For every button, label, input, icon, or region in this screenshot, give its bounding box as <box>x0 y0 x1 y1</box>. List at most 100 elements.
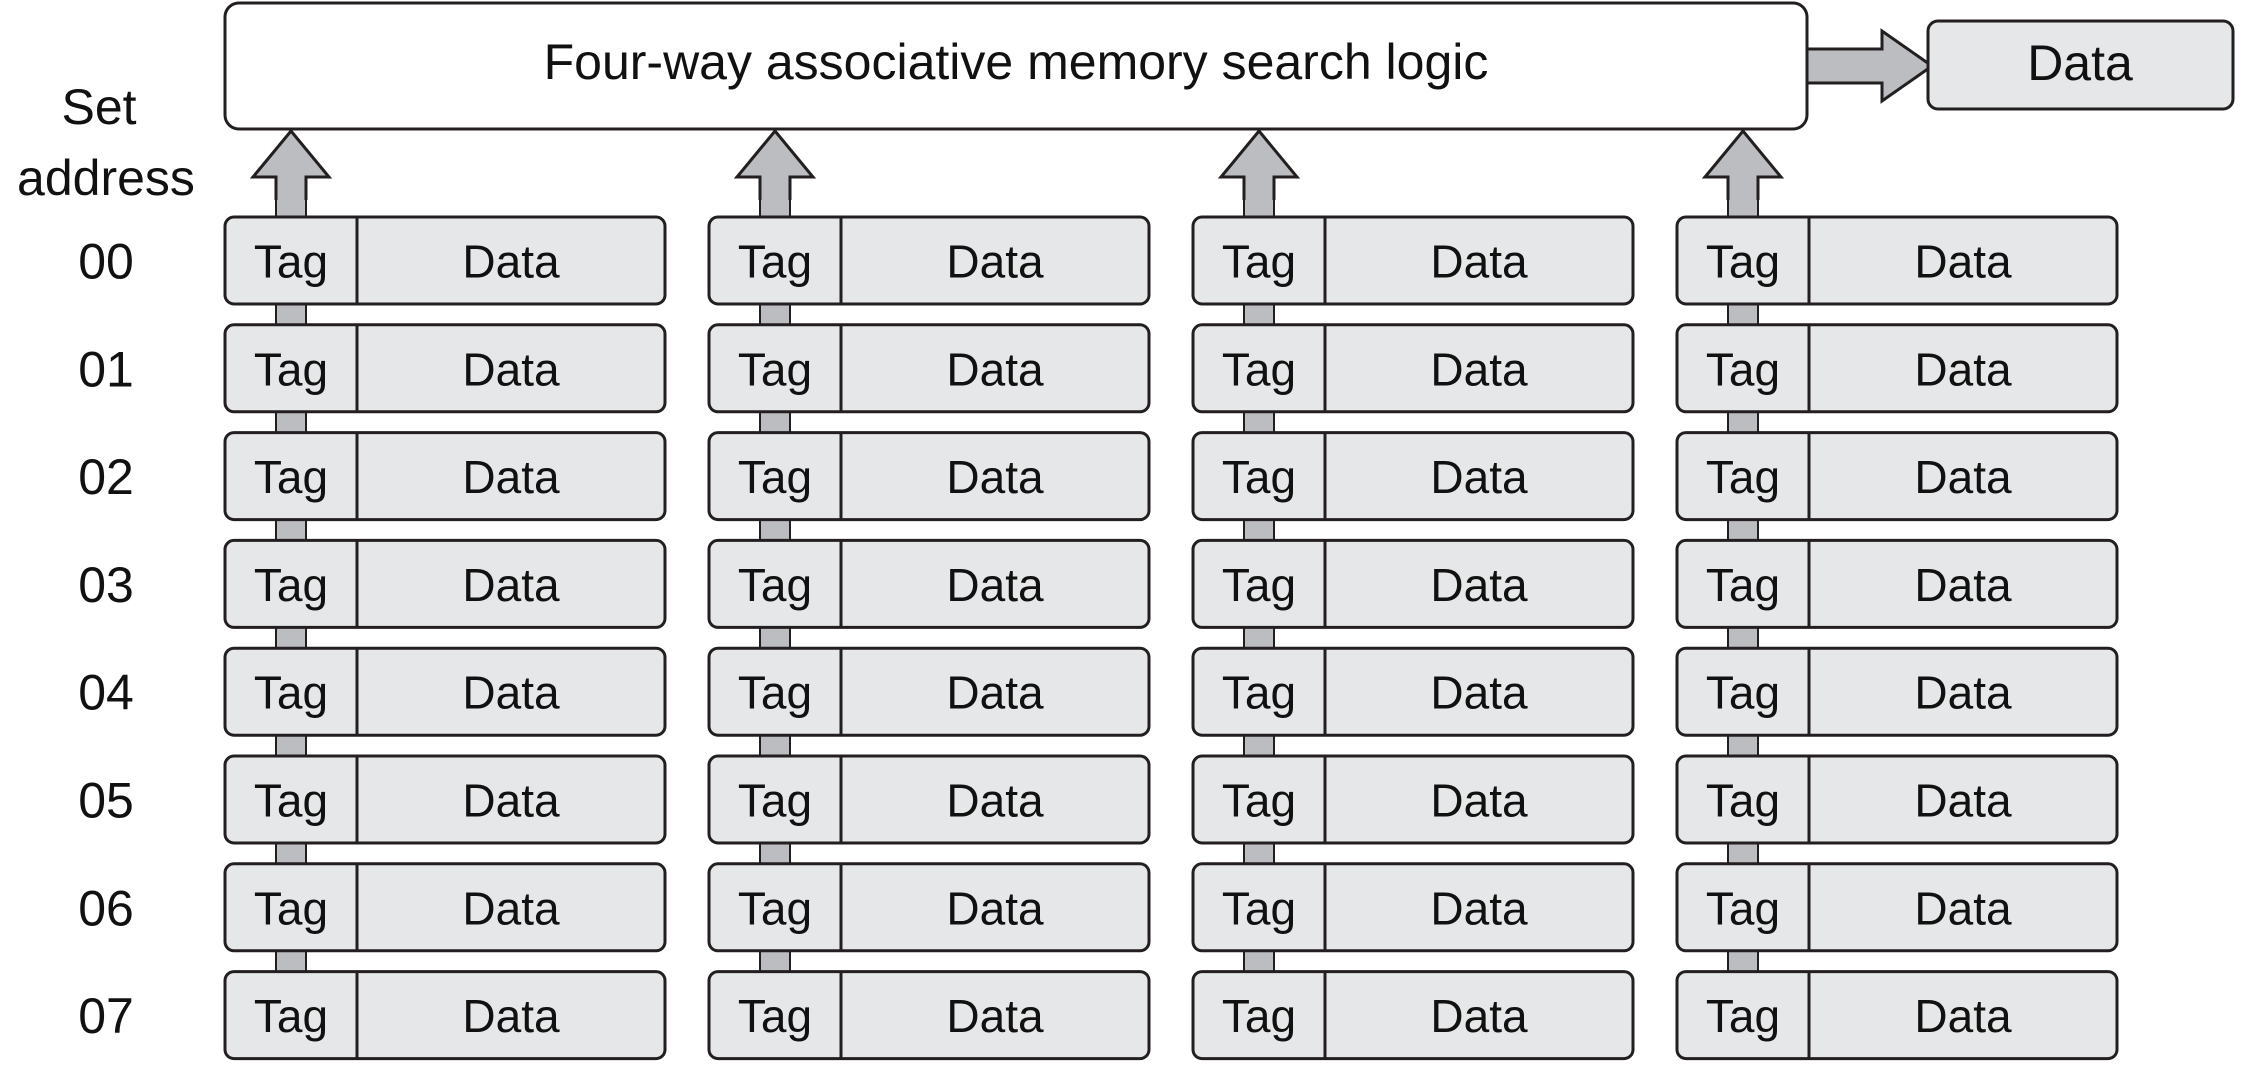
cache-line-set-05-way-3: Tag Data <box>1191 754 1635 845</box>
cache-line-box <box>707 215 1151 306</box>
data-label: Data <box>946 559 1044 611</box>
set-address-header-line-2: address <box>17 150 195 206</box>
data-label: Data <box>1914 236 2012 288</box>
tag-label: Tag <box>738 559 812 611</box>
data-label: Data <box>1914 882 2012 934</box>
data-label: Data <box>462 990 560 1042</box>
cache-line-box <box>1675 970 2119 1061</box>
data-label: Data <box>946 236 1044 288</box>
cache-line-box <box>223 970 667 1061</box>
set-address-label-04: 04 <box>78 665 134 721</box>
data-label: Data <box>462 882 560 934</box>
set-address-label-00: 00 <box>78 234 134 290</box>
search-logic-label: Four-way associative memory search logic <box>544 34 1489 90</box>
tag-label: Tag <box>738 451 812 503</box>
data-label: Data <box>462 343 560 395</box>
data-label: Data <box>1430 451 1528 503</box>
data-label: Data <box>462 667 560 719</box>
cache-line-box <box>1675 538 2119 629</box>
data-label: Data <box>1430 559 1528 611</box>
data-label: Data <box>946 775 1044 827</box>
output-data-box <box>1926 19 2235 111</box>
data-label: Data <box>1914 990 2012 1042</box>
cache-line-box <box>1675 646 2119 737</box>
cache-line-set-02-way-4: Tag Data <box>1675 431 2119 522</box>
cache-line-box <box>1191 215 1635 306</box>
cache-line-box <box>223 862 667 953</box>
tag-label: Tag <box>1222 667 1296 719</box>
cache-line-set-01-way-1: Tag Data <box>223 323 667 414</box>
cache-line-box <box>1675 323 2119 414</box>
tag-label: Tag <box>1706 451 1780 503</box>
cache-line-box <box>223 431 667 522</box>
cache-line-box <box>1191 538 1635 629</box>
output-arrow <box>1805 28 1935 104</box>
tag-label: Tag <box>254 990 328 1042</box>
tag-label: Tag <box>1706 775 1780 827</box>
tag-label: Tag <box>1222 451 1296 503</box>
cache-line-set-02-way-3: Tag Data <box>1191 431 1635 522</box>
tag-label: Tag <box>1706 343 1780 395</box>
cache-line-box <box>707 754 1151 845</box>
tag-label: Tag <box>738 882 812 934</box>
cache-line-set-03-way-2: Tag Data <box>707 538 1151 629</box>
tag-label: Tag <box>1222 559 1296 611</box>
tag-label: Tag <box>738 343 812 395</box>
tag-label: Tag <box>738 990 812 1042</box>
cache-line-box <box>223 538 667 629</box>
data-label: Data <box>1914 667 2012 719</box>
cache-line-set-05-way-2: Tag Data <box>707 754 1151 845</box>
tag-label: Tag <box>1706 559 1780 611</box>
tag-label: Tag <box>738 667 812 719</box>
data-label: Data <box>1430 775 1528 827</box>
cache-line-box <box>707 538 1151 629</box>
output-data-label: Data <box>2027 35 2133 91</box>
tag-label: Tag <box>1222 775 1296 827</box>
way-arrow-1 <box>249 128 333 200</box>
data-label: Data <box>1430 882 1528 934</box>
data-label: Data <box>462 775 560 827</box>
tag-label: Tag <box>1222 236 1296 288</box>
cache-line-set-00-way-1: Tag Data <box>223 215 667 306</box>
cache-line-box <box>707 646 1151 737</box>
tag-label: Tag <box>738 775 812 827</box>
cache-line-set-03-way-3: Tag Data <box>1191 538 1635 629</box>
cache-line-box <box>1675 431 2119 522</box>
cache-line-set-06-way-1: Tag Data <box>223 862 667 953</box>
tag-label: Tag <box>254 236 328 288</box>
cache-line-box <box>707 431 1151 522</box>
tag-label: Tag <box>254 559 328 611</box>
data-label: Data <box>1430 236 1528 288</box>
cache-line-set-00-way-3: Tag Data <box>1191 215 1635 306</box>
data-label: Data <box>1430 667 1528 719</box>
tag-label: Tag <box>1222 343 1296 395</box>
set-address-header-line-1: Set <box>62 79 137 135</box>
cache-line-set-04-way-3: Tag Data <box>1191 646 1635 737</box>
cache-line-box <box>223 646 667 737</box>
way-arrow-2 <box>733 128 817 200</box>
set-address-label-05: 05 <box>78 773 134 829</box>
search-logic-layer: Four-way associative memory search logic… <box>17 1 2235 206</box>
tag-label: Tag <box>254 882 328 934</box>
data-label: Data <box>946 667 1044 719</box>
tag-label: Tag <box>254 343 328 395</box>
data-label: Data <box>1914 451 2012 503</box>
cache-line-box <box>707 323 1151 414</box>
data-label: Data <box>462 236 560 288</box>
cache-line-box <box>1191 323 1635 414</box>
